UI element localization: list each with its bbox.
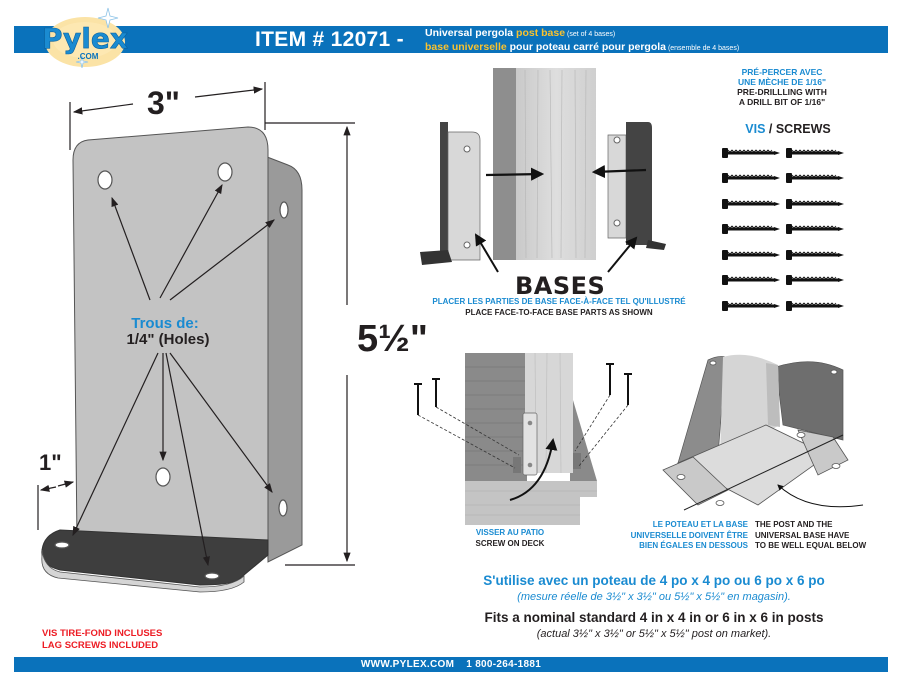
subtitle-en-note: (set of 4 bases) (565, 31, 616, 38)
flush-caption-fr-line: UNIVERSELLE DOIVENT ÊTRE (630, 530, 748, 540)
lag-screw-icon (786, 249, 844, 260)
lag-screw-icon (722, 224, 780, 235)
lag-screw-icon (722, 300, 780, 311)
pylex-logo: Pylex .COM (30, 6, 140, 69)
screws-title-separator: / (765, 122, 776, 136)
screws-title-fr: VIS (745, 122, 766, 136)
flush-caption-fr-line: BIEN ÉGALES EN DESSOUS (639, 541, 748, 550)
lag-screw-icon (786, 147, 844, 158)
subtitle-fr: pour poteau carré pour pergola (506, 41, 666, 53)
svg-text:Pylex: Pylex (42, 22, 128, 55)
lag-screws-en: LAG SCREWS INCLUDED (42, 640, 159, 651)
lag-screw-icon (722, 173, 780, 184)
flush-caption-en-line: THE POST AND THE (755, 520, 833, 529)
fit-info-fr-sub: (mesure réelle de 3½" x 3½" ou 5½" x 5½"… (517, 591, 791, 603)
holes-label-fr: Trous de: (131, 315, 199, 332)
fit-info-en: Fits a nominal standard 4 in x 4 in or 6… (484, 610, 824, 625)
product-subtitle: Universal pergola post base (set of 4 ba… (425, 27, 739, 55)
flush-caption-en-line: TO BE WELL EQUAL BELOW (755, 541, 867, 550)
predrill-en-line2: A DRILL BIT OF 1/16" (738, 97, 826, 107)
subtitle-en-highlight: post base (516, 27, 566, 39)
flush-caption-fr: LE POTEAU ET LA BASE UNIVERSELLE DOIVENT… (596, 520, 748, 552)
fit-info-fr: S'utilise avec un poteau de 4 po x 4 po … (483, 573, 825, 588)
lag-screw-icon (786, 275, 844, 286)
predrill-fr-line1: PRÉ-PERCER AVEC (741, 67, 823, 77)
website-link[interactable]: WWW.PYLEX.COM (360, 659, 455, 670)
flush-caption-fr-line: LE POTEAU ET LA BASE (652, 520, 748, 529)
predrill-note: PRÉ-PERCER AVEC UNE MÈCHE DE 1/16" PRE-D… (712, 67, 852, 107)
holes-label-en: 1/4" (Holes) (126, 331, 210, 348)
bases-heading: BASES (515, 272, 606, 300)
deck-caption: VISSER AU PATIO SCREW ON DECK (460, 528, 560, 549)
lag-screw-icon (786, 173, 844, 184)
screw-grid (722, 140, 852, 319)
phone-number: 1 800-264-1881 (466, 659, 542, 670)
bracket-dimension-diagram (37, 82, 355, 593)
screw-row (722, 242, 852, 268)
deck-caption-en: SCREW ON DECK (475, 538, 545, 548)
screw-row (722, 140, 852, 166)
width-dimension-label: 3" (147, 85, 180, 121)
item-number-title: ITEM # 12071 - (255, 28, 404, 51)
screws-title-en: SCREWS (775, 122, 831, 136)
lag-screw-icon (786, 300, 844, 311)
flush-caption-en-line: UNIVERSAL BASE HAVE (755, 530, 850, 540)
height-dimension-label: 5½" (357, 318, 428, 360)
predrill-fr-line2: UNE MÈCHE DE 1/16" (737, 77, 827, 87)
lag-screw-icon (722, 275, 780, 286)
lag-screws-note: VIS TIRE-FOND INCLUSES LAG SCREWS INCLUD… (42, 628, 162, 652)
lag-screw-icon (722, 198, 780, 209)
fit-info-en-sub: (actual 3½" x 3½" or 5½" x 5½" post on m… (536, 628, 772, 640)
flange-dimension-label: 1" (39, 450, 62, 475)
screw-row (722, 268, 852, 294)
screws-title: VIS / SCREWS (728, 122, 848, 136)
screw-row (722, 166, 852, 192)
deck-screw-illustration (414, 352, 632, 525)
lag-screw-icon (722, 147, 780, 158)
subtitle-en: Universal pergola (425, 27, 517, 39)
footer-bar: WWW.PYLEX.COM 1 800-264-1881 (14, 657, 888, 672)
deck-caption-fr: VISSER AU PATIO (475, 528, 545, 537)
lag-screws-fr: VIS TIRE-FOND INCLUSES (42, 628, 163, 639)
svg-text:.COM: .COM (78, 52, 99, 61)
bases-caption-fr: PLACER LES PARTIES DE BASE FACE-À-FACE T… (432, 297, 686, 306)
bases-caption-en: PLACE FACE-TO-FACE BASE PARTS AS SHOWN (465, 308, 653, 317)
subtitle-fr-note: (ensemble de 4 bases) (666, 45, 740, 52)
screw-row (722, 293, 852, 319)
subtitle-fr-highlight: base universelle (425, 41, 507, 53)
predrill-en-line1: PRE-DRILLLING WITH (737, 87, 827, 97)
flush-caption-en: THE POST AND THE UNIVERSAL BASE HAVE TO … (755, 520, 895, 552)
flush-bottom-illustration (662, 354, 864, 511)
bases-assembly-illustration (420, 68, 666, 273)
lag-screw-icon (786, 198, 844, 209)
lag-screw-icon (722, 249, 780, 260)
header-bar (14, 26, 888, 53)
screw-row (722, 217, 852, 243)
screw-row (722, 191, 852, 217)
lag-screw-icon (786, 224, 844, 235)
